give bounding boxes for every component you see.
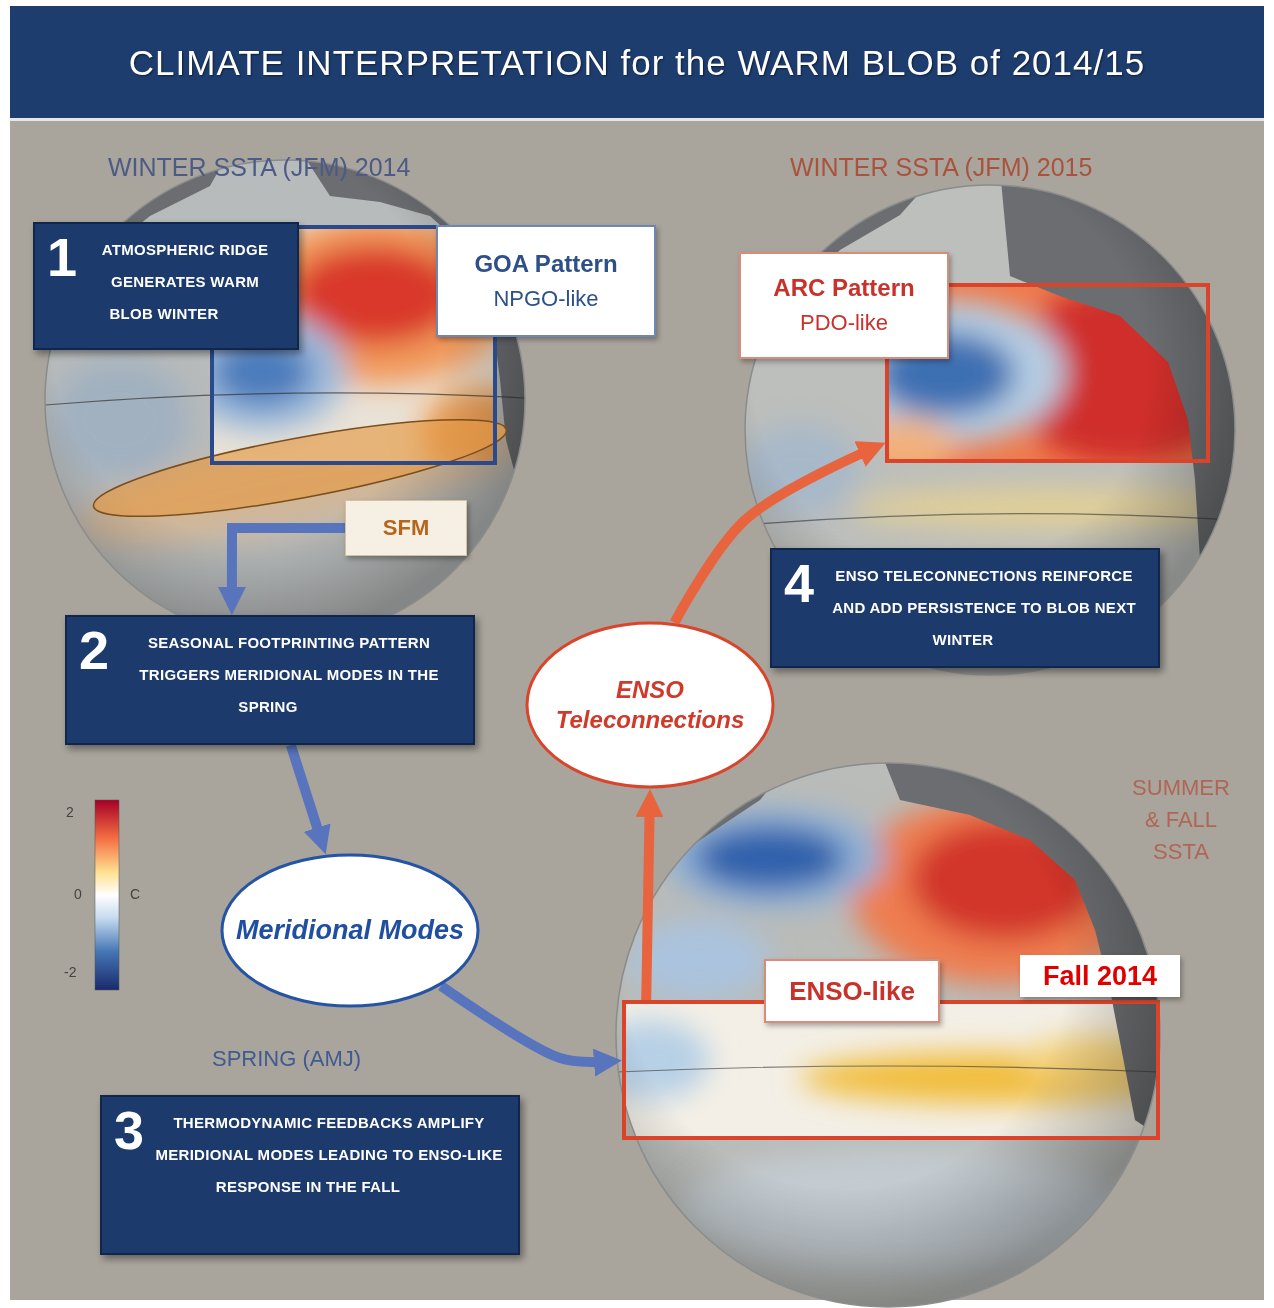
colorbar-tick-text: -2 (64, 964, 94, 981)
globe-2015 (720, 170, 1260, 700)
flow-arrow (646, 805, 650, 1000)
pattern-name: ENSO-like (789, 975, 915, 1008)
ellipse-text: Meridional Modes (236, 914, 464, 948)
colorbar-unit: C (130, 886, 150, 903)
step-text: THERMODYNAMIC FEEDBACKS AMPLIFY MERIDION… (112, 1107, 504, 1203)
ellipse-text: ENSO Teleconnections (539, 675, 761, 735)
mode-ellipse: Meridional Modes (220, 853, 480, 1008)
flow-arrow (441, 986, 606, 1062)
colorbar-tick-text: 0 (74, 886, 94, 903)
pattern-type: NPGO-like (493, 285, 598, 314)
panel-heading-text: SUMMER & FALL SSTA (1125, 772, 1237, 868)
panel-heading: SUMMER & FALL SSTA (1125, 772, 1237, 868)
panel-heading: WINTER SSTA (JFM) 2015 (790, 152, 1230, 182)
date-tag: Fall 2014 (1020, 955, 1180, 997)
globe-fall (590, 750, 1180, 1308)
pattern-name: GOA Pattern (474, 249, 617, 279)
callout-number: 1 (47, 230, 77, 284)
pattern-label-box: ARC PatternPDO-like (739, 252, 949, 359)
title-bar (10, 6, 1264, 118)
date-tag-text: Fall 2014 (1028, 960, 1172, 992)
sfm-tag: SFM (345, 500, 467, 556)
globe-fall-part (610, 760, 1170, 1308)
flow-arrow (232, 528, 345, 599)
ellipse-shape (222, 855, 478, 1006)
pattern-label-box: ENSO-like (764, 959, 940, 1023)
pattern-label-box: GOA PatternNPGO-like (436, 225, 656, 337)
flow-arrow (291, 745, 321, 839)
ellipse-outline (525, 621, 775, 789)
pattern-region: ENSO-like (622, 1000, 1160, 1140)
colorbar-tick: -2 (64, 964, 94, 981)
ellipse-shape (527, 623, 773, 787)
title-text: CLIMATE INTERPRETATION for the WARM BLOB… (129, 43, 1145, 83)
step-box: 2SEASONAL FOOTPRINTING PATTERN TRIGGERS … (65, 615, 475, 745)
pattern-region: ARC PatternPDO-like (885, 283, 1210, 463)
step-box: 4ENSO TELECONNECTIONS REINFORCE AND ADD … (770, 548, 1160, 668)
callout-number: 3 (114, 1103, 144, 1157)
step-box: 1ATMOSPHERIC RIDGE GENERATES WARM BLOB W… (33, 222, 299, 350)
panel-heading: SPRING (AMJ) (212, 1046, 472, 1072)
step-text: SEASONAL FOOTPRINTING PATTERN TRIGGERS M… (77, 627, 459, 723)
step-text: ENSO TELECONNECTIONS REINFORCE AND ADD P… (782, 560, 1144, 656)
panel-heading-text: WINTER SSTA (JFM) 2015 (790, 152, 1230, 182)
panel-heading-text: WINTER SSTA (JFM) 2014 (108, 152, 548, 182)
panel-heading: WINTER SSTA (JFM) 2014 (108, 152, 548, 182)
title-rule (10, 118, 1264, 121)
globe-fall-part (616, 763, 1160, 1307)
pattern-type: PDO-like (800, 309, 888, 338)
pattern-name: ARC Pattern (773, 273, 914, 303)
colorbar-tick-text: 2 (66, 804, 96, 821)
panel-heading-text: SPRING (AMJ) (212, 1046, 472, 1072)
callout-number: 4 (784, 556, 814, 610)
tag-text: SFM (383, 515, 429, 541)
colorbar-tick: 2 (66, 804, 96, 821)
step-box: 3THERMODYNAMIC FEEDBACKS AMPLIFY MERIDIO… (100, 1095, 520, 1255)
teleconnection-ellipse: ENSO Teleconnections (525, 621, 775, 789)
colorbar-tick: 0 (74, 886, 94, 903)
colorbar-unit-text: C (130, 886, 150, 903)
globe-2015-part (740, 180, 1240, 680)
step-text: ATMOSPHERIC RIDGE GENERATES WARM BLOB WI… (45, 234, 283, 330)
callout-number: 2 (79, 623, 109, 677)
title-holder: CLIMATE INTERPRETATION for the WARM BLOB… (12, 8, 1262, 118)
colorbar (95, 800, 119, 990)
globe-rim (616, 763, 1160, 1307)
